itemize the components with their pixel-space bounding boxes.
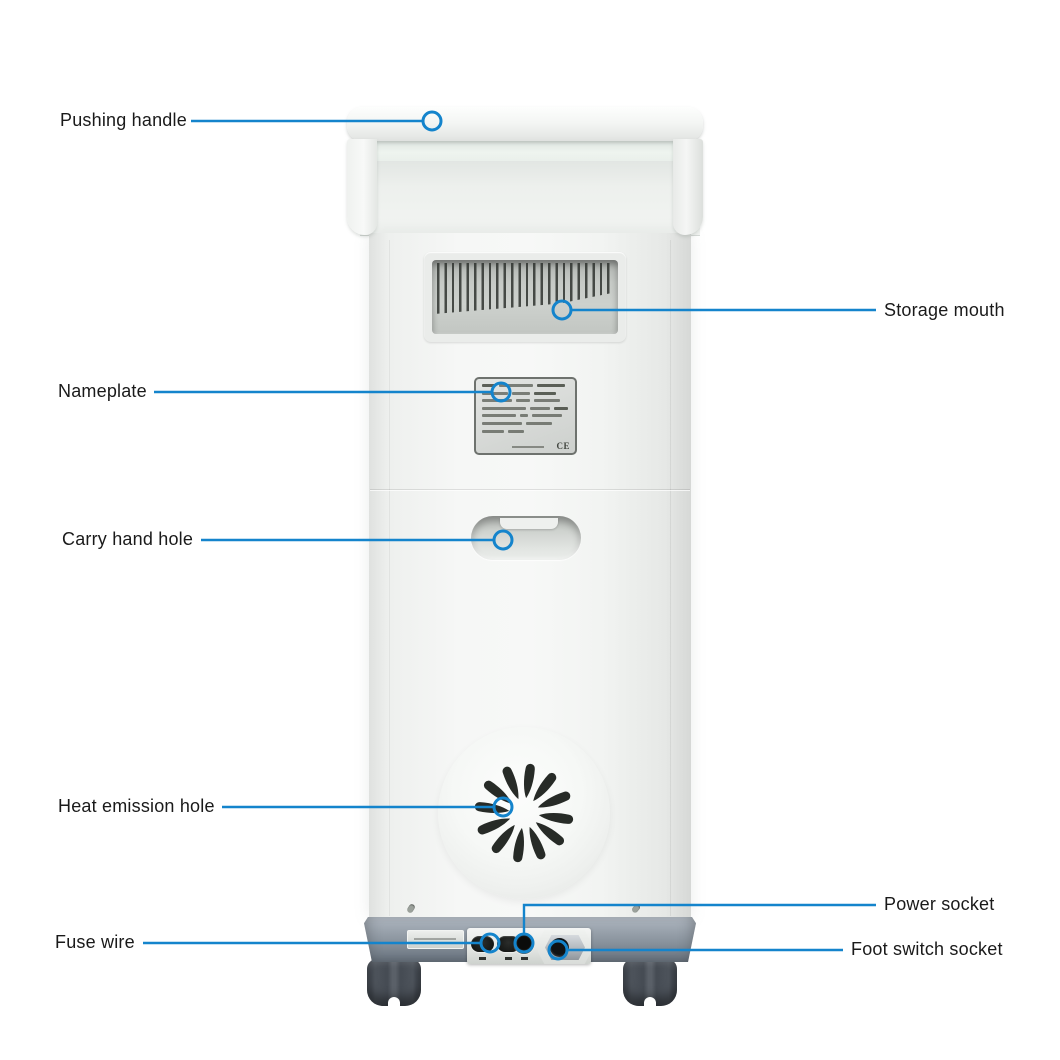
fan-slot [474, 802, 510, 813]
body-panel-edge-right [670, 240, 671, 916]
rating-label-text-line [414, 938, 456, 940]
fan-slot [533, 772, 557, 802]
nameplate-plate: CE [474, 377, 577, 455]
callout-label-power-socket: Power socket [884, 894, 995, 914]
body-panel-edge-left [389, 240, 390, 916]
fan-slot [491, 824, 515, 854]
caster-notch-left [388, 997, 400, 1007]
carry-hand-hole-lip [500, 518, 558, 529]
socket-marking-3 [521, 957, 528, 960]
callout-label-fuse-wire: Fuse wire [55, 932, 135, 952]
ce-mark: CE [556, 441, 570, 451]
rating-label-plate [407, 930, 464, 949]
fan-slot [538, 813, 574, 824]
fan-slot [477, 818, 511, 835]
fan-slot [535, 822, 565, 846]
callout-label-heat-emission-hole: Heat emission hole [58, 796, 215, 816]
callout-label-carry-hand-hole: Carry hand hole [62, 529, 194, 549]
fan-slot [524, 763, 535, 799]
fan-slot [502, 766, 519, 800]
fan-slots-svg [474, 763, 574, 863]
callout-label-nameplate: Nameplate [58, 381, 147, 401]
fan-slot [537, 791, 571, 808]
socket-marking-2 [505, 957, 512, 960]
body-seam-line [370, 489, 690, 490]
storage-mouth-slats [437, 263, 613, 314]
callout-label-foot-switch-socket: Foot switch socket [851, 939, 1003, 959]
heat-emission-vent [438, 727, 610, 899]
handle-arm-right [673, 139, 703, 235]
foot-switch-socket [550, 938, 569, 957]
nameplate-footer-line [512, 445, 544, 448]
power-socket [514, 934, 534, 954]
fan-slot [513, 827, 524, 863]
handle-arm-left [347, 139, 377, 235]
pushing-handle-bar [347, 107, 703, 141]
fuse-holder-left [471, 936, 494, 952]
callout-label-storage-mouth: Storage mouth [884, 300, 1005, 320]
cabinet-top-shoulder [360, 161, 700, 236]
callout-label-pushing-handle: Pushing handle [60, 110, 187, 130]
socket-marking-1 [479, 957, 486, 960]
storage-mouth-recess [432, 260, 618, 334]
caster-notch-right [644, 997, 656, 1007]
fan-slot [529, 826, 546, 860]
